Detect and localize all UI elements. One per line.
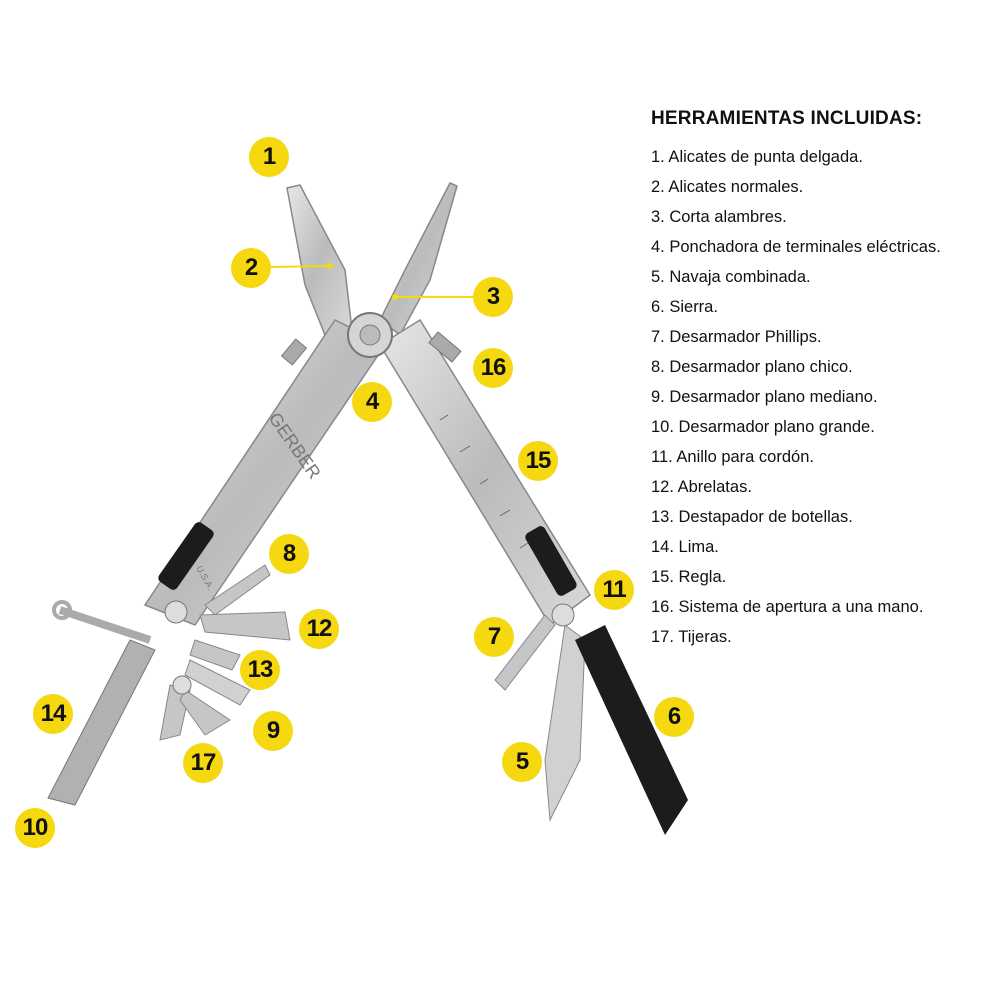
scissors-pivot [172, 675, 192, 695]
medium-screwdriver [184, 659, 251, 706]
legend-item: 1. Alicates de punta delgada. [651, 148, 863, 166]
legend-item: 9. Desarmador plano mediano. [651, 388, 878, 406]
callout-1: 1 [249, 137, 289, 177]
callout-6: 6 [654, 697, 694, 737]
legend-item: 3. Corta alambres. [651, 208, 787, 226]
lanyard-ring-arm [58, 606, 152, 644]
callout-7: 7 [474, 617, 514, 657]
file-tool [47, 639, 156, 806]
leader-dot-2 [327, 263, 333, 269]
callout-14: 14 [33, 694, 73, 734]
callout-12: 12 [299, 609, 339, 649]
needle-nose-jaw-left [286, 184, 353, 336]
bottle-opener [189, 639, 241, 671]
needle-nose-jaw-right [379, 182, 458, 337]
ruler [439, 414, 529, 549]
left-grip [158, 522, 214, 590]
one-hand-opening-stud [428, 331, 462, 363]
callout-11: 11 [594, 570, 634, 610]
callout-2: 2 [231, 248, 271, 288]
callout-5: 5 [502, 742, 542, 782]
callout-16: 16 [473, 348, 513, 388]
legend-item: 15. Regla. [651, 568, 727, 586]
legend-item: 2. Alicates normales. [651, 178, 804, 196]
scissors-blade-2 [179, 689, 231, 736]
legend-item: 16. Sistema de apertura a una mano. [651, 598, 924, 616]
legend-item: 12. Abrelatas. [651, 478, 752, 496]
legend-item: 11. Anillo para cordón. [651, 448, 814, 466]
saw-blade [575, 625, 688, 835]
legend-item: 17. Tijeras. [651, 628, 732, 646]
leader-dot-3 [392, 294, 398, 300]
callout-10: 10 [15, 808, 55, 848]
right-tool-pivot [551, 603, 575, 627]
callout-8: 8 [269, 534, 309, 574]
legend-title: HERRAMIENTAS INCLUIDAS: [651, 108, 923, 129]
legend-item: 8. Desarmador plano chico. [651, 358, 853, 376]
legend-item: 7. Desarmador Phillips. [651, 328, 822, 346]
one-hand-opening-stud-left [280, 338, 308, 366]
callout-4: 4 [352, 382, 392, 422]
callout-15: 15 [518, 441, 558, 481]
legend-item: 6. Sierra. [651, 298, 718, 316]
legend-list: 1. Alicates de punta delgada. 2. Alicate… [651, 142, 941, 652]
right-grip [525, 526, 577, 596]
callout-17: 17 [183, 743, 223, 783]
legend-item: 14. Lima. [651, 538, 719, 556]
callout-9: 9 [253, 711, 293, 751]
legend-item: 5. Navaja combinada. [651, 268, 811, 286]
tools-legend: HERRAMIENTAS INCLUIDAS: 1. Alicates de p… [651, 108, 941, 652]
phillips-screwdriver [494, 614, 556, 691]
legend-item: 13. Destapador de botellas. [651, 508, 853, 526]
lanyard-ring [52, 600, 72, 620]
small-screwdriver [204, 564, 271, 616]
legend-item: 10. Desarmador plano grande. [651, 418, 875, 436]
combo-knife [544, 624, 586, 822]
callout-13: 13 [240, 650, 280, 690]
callout-3: 3 [473, 277, 513, 317]
legend-item: 4. Ponchadora de terminales eléctricas. [651, 238, 941, 256]
can-opener [199, 611, 291, 641]
pivot-center [359, 324, 381, 346]
leader-line-2 [269, 265, 331, 268]
left-tool-pivot [164, 600, 188, 624]
